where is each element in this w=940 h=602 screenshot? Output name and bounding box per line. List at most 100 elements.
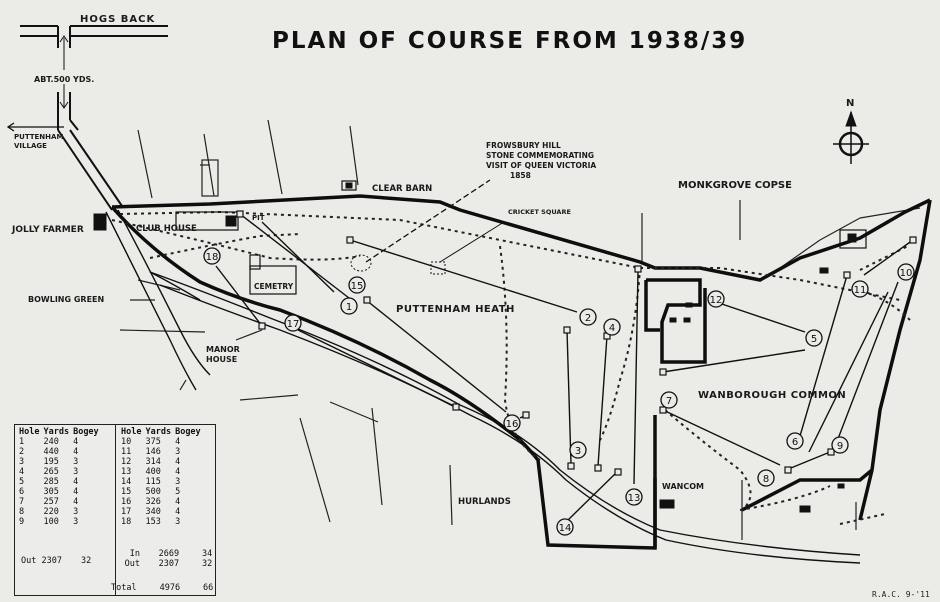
hole-15-number: 15 — [351, 281, 364, 292]
clear-barn-label: CLEAR BARN — [372, 184, 432, 194]
out-label: Out — [21, 556, 37, 566]
hole-6-line — [799, 271, 849, 437]
hole-1b-line — [261, 221, 335, 293]
club-house-block — [225, 215, 237, 227]
puttenham-heath-label: PUTTENHAM HEATH — [396, 304, 515, 315]
cemetry-icon — [249, 265, 297, 295]
hole-9-circle — [831, 436, 849, 454]
puttenham-village-label-1: PUTTENHAM — [14, 133, 63, 141]
cemetry-label: CEMETRY — [254, 282, 294, 291]
header-hole: Hole — [19, 427, 40, 437]
buildings — [93, 180, 867, 513]
hole-15-circle — [348, 276, 366, 294]
hole-5-circle — [805, 329, 823, 347]
frowsbury-label-4: 1858 — [510, 171, 531, 180]
header-hole: Hole — [121, 427, 142, 437]
hole-8-number: 8 — [763, 474, 769, 485]
wanborough-common-label: WANBOROUGH COMMON — [698, 390, 846, 401]
hole-1-circle — [340, 297, 358, 315]
cricket-pointer — [439, 221, 505, 263]
hole-10-circle — [897, 263, 915, 281]
hole-18-line — [215, 265, 263, 327]
total-bogey: 66 — [203, 583, 214, 593]
compass-north-label: N — [846, 98, 854, 109]
puttenham-village-label-2: VILLAGE — [14, 142, 47, 150]
hole-14-number: 14 — [559, 523, 572, 534]
total-yards: 4976 — [159, 583, 181, 593]
hole-5-number: 5 — [811, 334, 817, 345]
in-bogey: 34 — [202, 549, 213, 559]
scorecard-total-row: Total 4976 66 — [111, 583, 213, 593]
hole-6-circle — [786, 432, 804, 450]
distance-arrows — [59, 35, 69, 109]
clear-barn-icon — [341, 180, 357, 191]
green-markers — [236, 210, 917, 476]
pit-label: PIT — [252, 214, 265, 222]
hole-11-circle — [851, 280, 869, 298]
field-boundaries — [119, 119, 921, 540]
in-label: In — [129, 549, 140, 559]
out-yards: 2307 — [41, 556, 62, 566]
hole-5-line — [662, 349, 806, 373]
hole-9-line — [808, 291, 889, 453]
hogs-back-road — [20, 25, 168, 211]
hole-1-number: 1 — [346, 302, 352, 313]
hole-9-number: 9 — [837, 441, 843, 452]
hole-10-number: 10 — [900, 268, 913, 279]
jolly-farmer-icon — [93, 213, 107, 231]
hole-2-line — [349, 239, 578, 313]
hole-17-number: 17 — [287, 319, 300, 330]
distance-label: ABT.500 YDS. — [34, 75, 94, 84]
cemetry-gate — [249, 254, 261, 270]
compass-icon — [833, 110, 869, 164]
hole-2-number: 2 — [585, 313, 591, 324]
header-bogey: Bogey — [175, 427, 201, 437]
hole-18-number: 18 — [206, 252, 219, 263]
hole-11-line — [863, 239, 914, 276]
hole-13-circle — [625, 488, 643, 506]
map-title: PLAN OF COURSE FROM 1938/39 — [272, 28, 747, 54]
out-bogey: 32 — [81, 556, 92, 566]
dotted-paths — [111, 210, 911, 525]
hole-13-line — [633, 269, 639, 485]
hole-12-number: 12 — [710, 295, 723, 306]
header-bogey: Bogey — [73, 427, 99, 437]
hole-4-circle — [603, 318, 621, 336]
cricket-square-icon — [430, 261, 446, 275]
hole-16-circle — [503, 414, 521, 432]
hole-3-circle — [569, 441, 587, 459]
out2-yards: 2307 — [158, 559, 180, 569]
scorecard-divider — [115, 425, 116, 595]
hole-3-line — [566, 329, 572, 465]
hole-10-line — [835, 281, 899, 445]
hole-8-line — [785, 451, 831, 471]
hole-8-circle — [757, 469, 775, 487]
header-yards: Yards — [43, 427, 70, 437]
bowling-green-label: BOWLING GREEN — [28, 295, 104, 304]
header-yards: Yards — [145, 427, 172, 437]
hole-18-circle — [203, 247, 221, 265]
hole-15-line — [365, 299, 507, 413]
frowsbury-pointer — [365, 179, 491, 263]
hole-2-circle — [579, 308, 597, 326]
club-house-icon — [175, 211, 239, 231]
hole-6-number: 6 — [792, 437, 798, 448]
frowsbury-label-2: STONE COMMEMORATING — [486, 151, 594, 160]
scorecard-out-row: Out 2307 — [21, 556, 62, 566]
in-yards: 2669 — [158, 549, 180, 559]
